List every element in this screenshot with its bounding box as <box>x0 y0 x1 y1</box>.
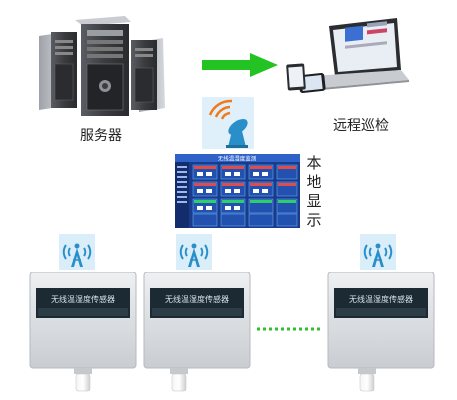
wifi-signal-icon <box>202 97 254 149</box>
signal-tower-icon <box>59 234 95 270</box>
local-display-char: 地 <box>306 173 322 191</box>
remote-inspection-label: 远程巡检 <box>333 118 389 134</box>
local-display-char: 示 <box>306 211 322 229</box>
sensor-device: 无线温湿度传感器 <box>29 272 137 392</box>
sensor-panel-text: 无线温湿度传感器 <box>349 294 413 304</box>
server-label: 服务器 <box>80 128 122 144</box>
screen-title: 无线温湿度监测 <box>218 155 257 163</box>
laptop-phone-icon <box>286 18 409 94</box>
server-rack-icon <box>39 16 165 116</box>
sensor-panel-text: 无线温湿度传感器 <box>51 294 115 304</box>
local-display-screen: 无线温湿度监测 <box>175 154 300 228</box>
signal-tower-icon <box>360 234 396 270</box>
sensor-device: 无线温湿度传感器 <box>143 272 251 392</box>
local-display-char: 本 <box>306 154 322 172</box>
dotted-connector <box>257 327 321 331</box>
sensor-device: 无线温湿度传感器 <box>327 272 435 392</box>
local-display-char: 显 <box>306 192 322 210</box>
arrow-right-icon <box>202 53 278 77</box>
signal-tower-icon <box>176 234 212 270</box>
sensor-panel-text: 无线温湿度传感器 <box>165 294 229 304</box>
local-display-label: 本 地 显 示 <box>305 154 323 230</box>
